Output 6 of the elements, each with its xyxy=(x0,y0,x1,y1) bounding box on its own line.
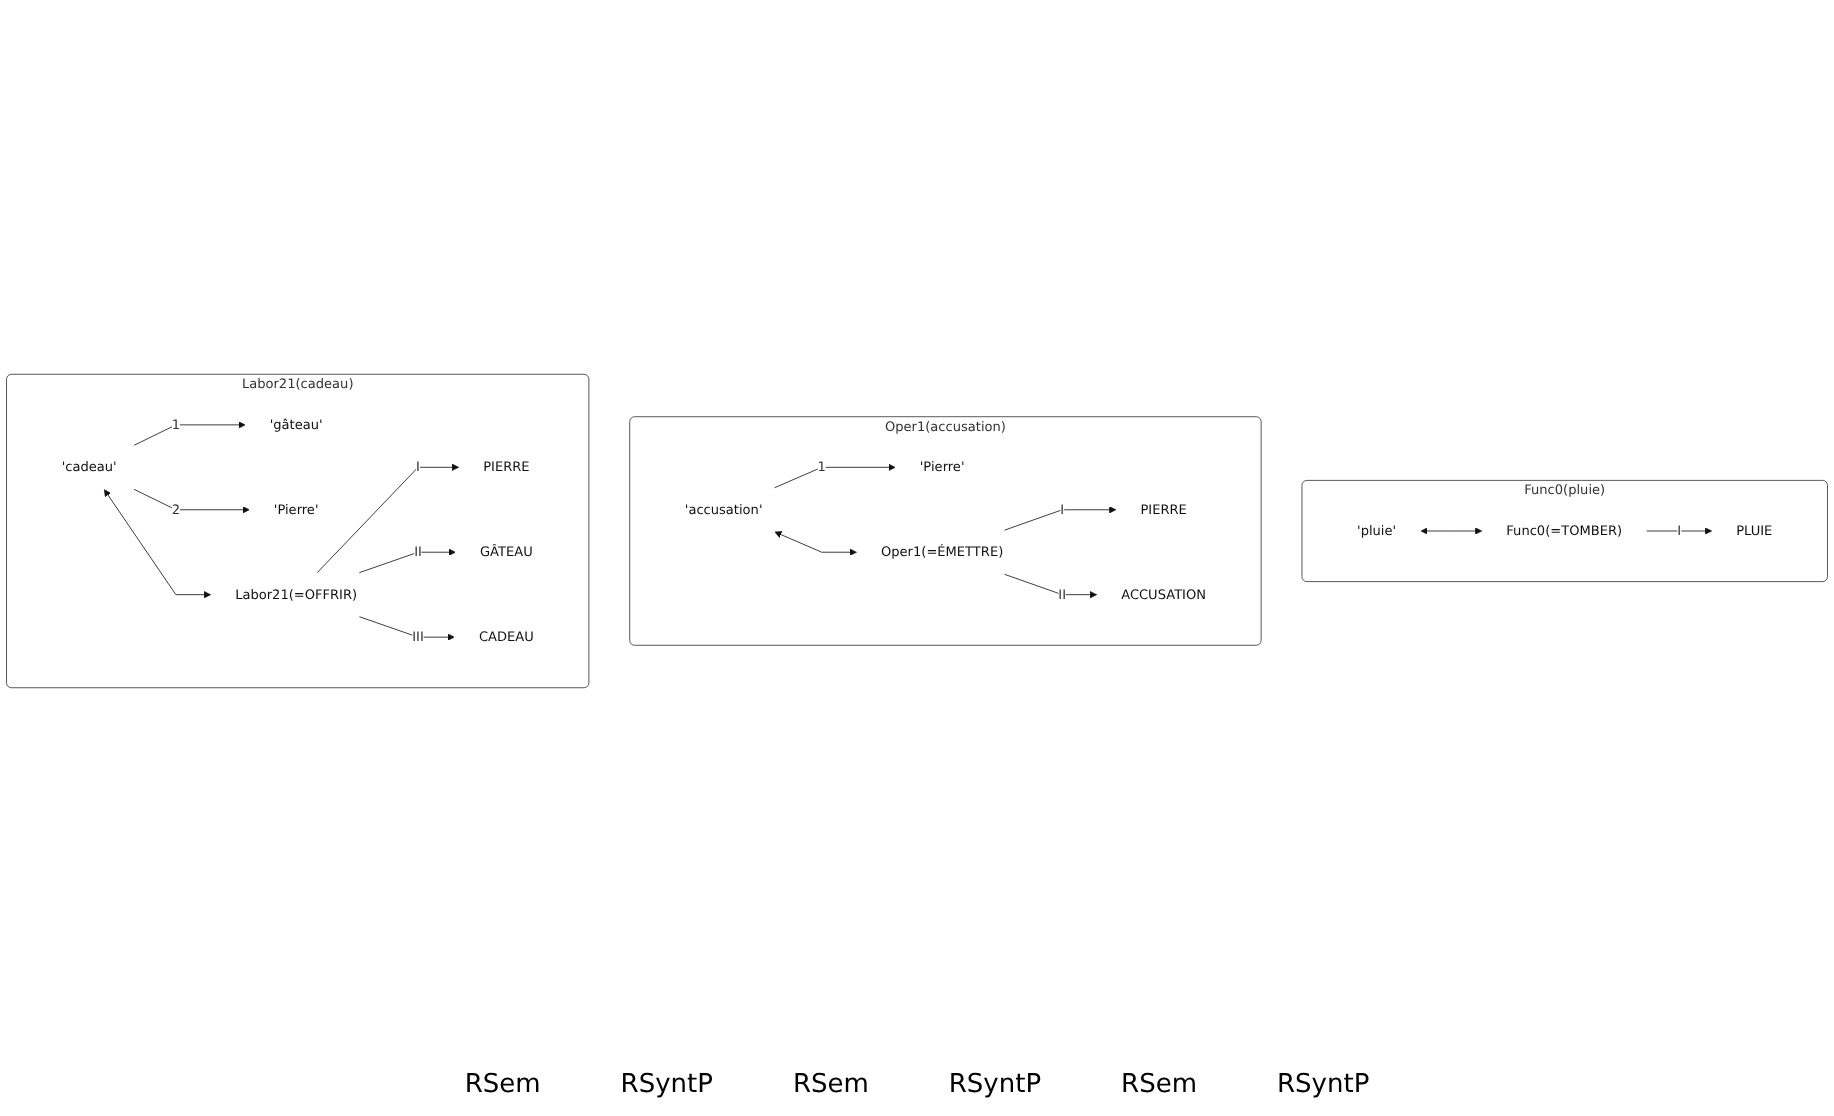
representation-label: RSyntP xyxy=(948,1070,1042,1100)
representation-label: RSyntP xyxy=(620,1070,713,1100)
representation-label: RSem xyxy=(1121,1070,1197,1100)
representation-label: RSem xyxy=(464,1070,541,1100)
representation-label: RSem xyxy=(792,1070,869,1100)
representation-label: RSyntP xyxy=(1277,1070,1370,1100)
